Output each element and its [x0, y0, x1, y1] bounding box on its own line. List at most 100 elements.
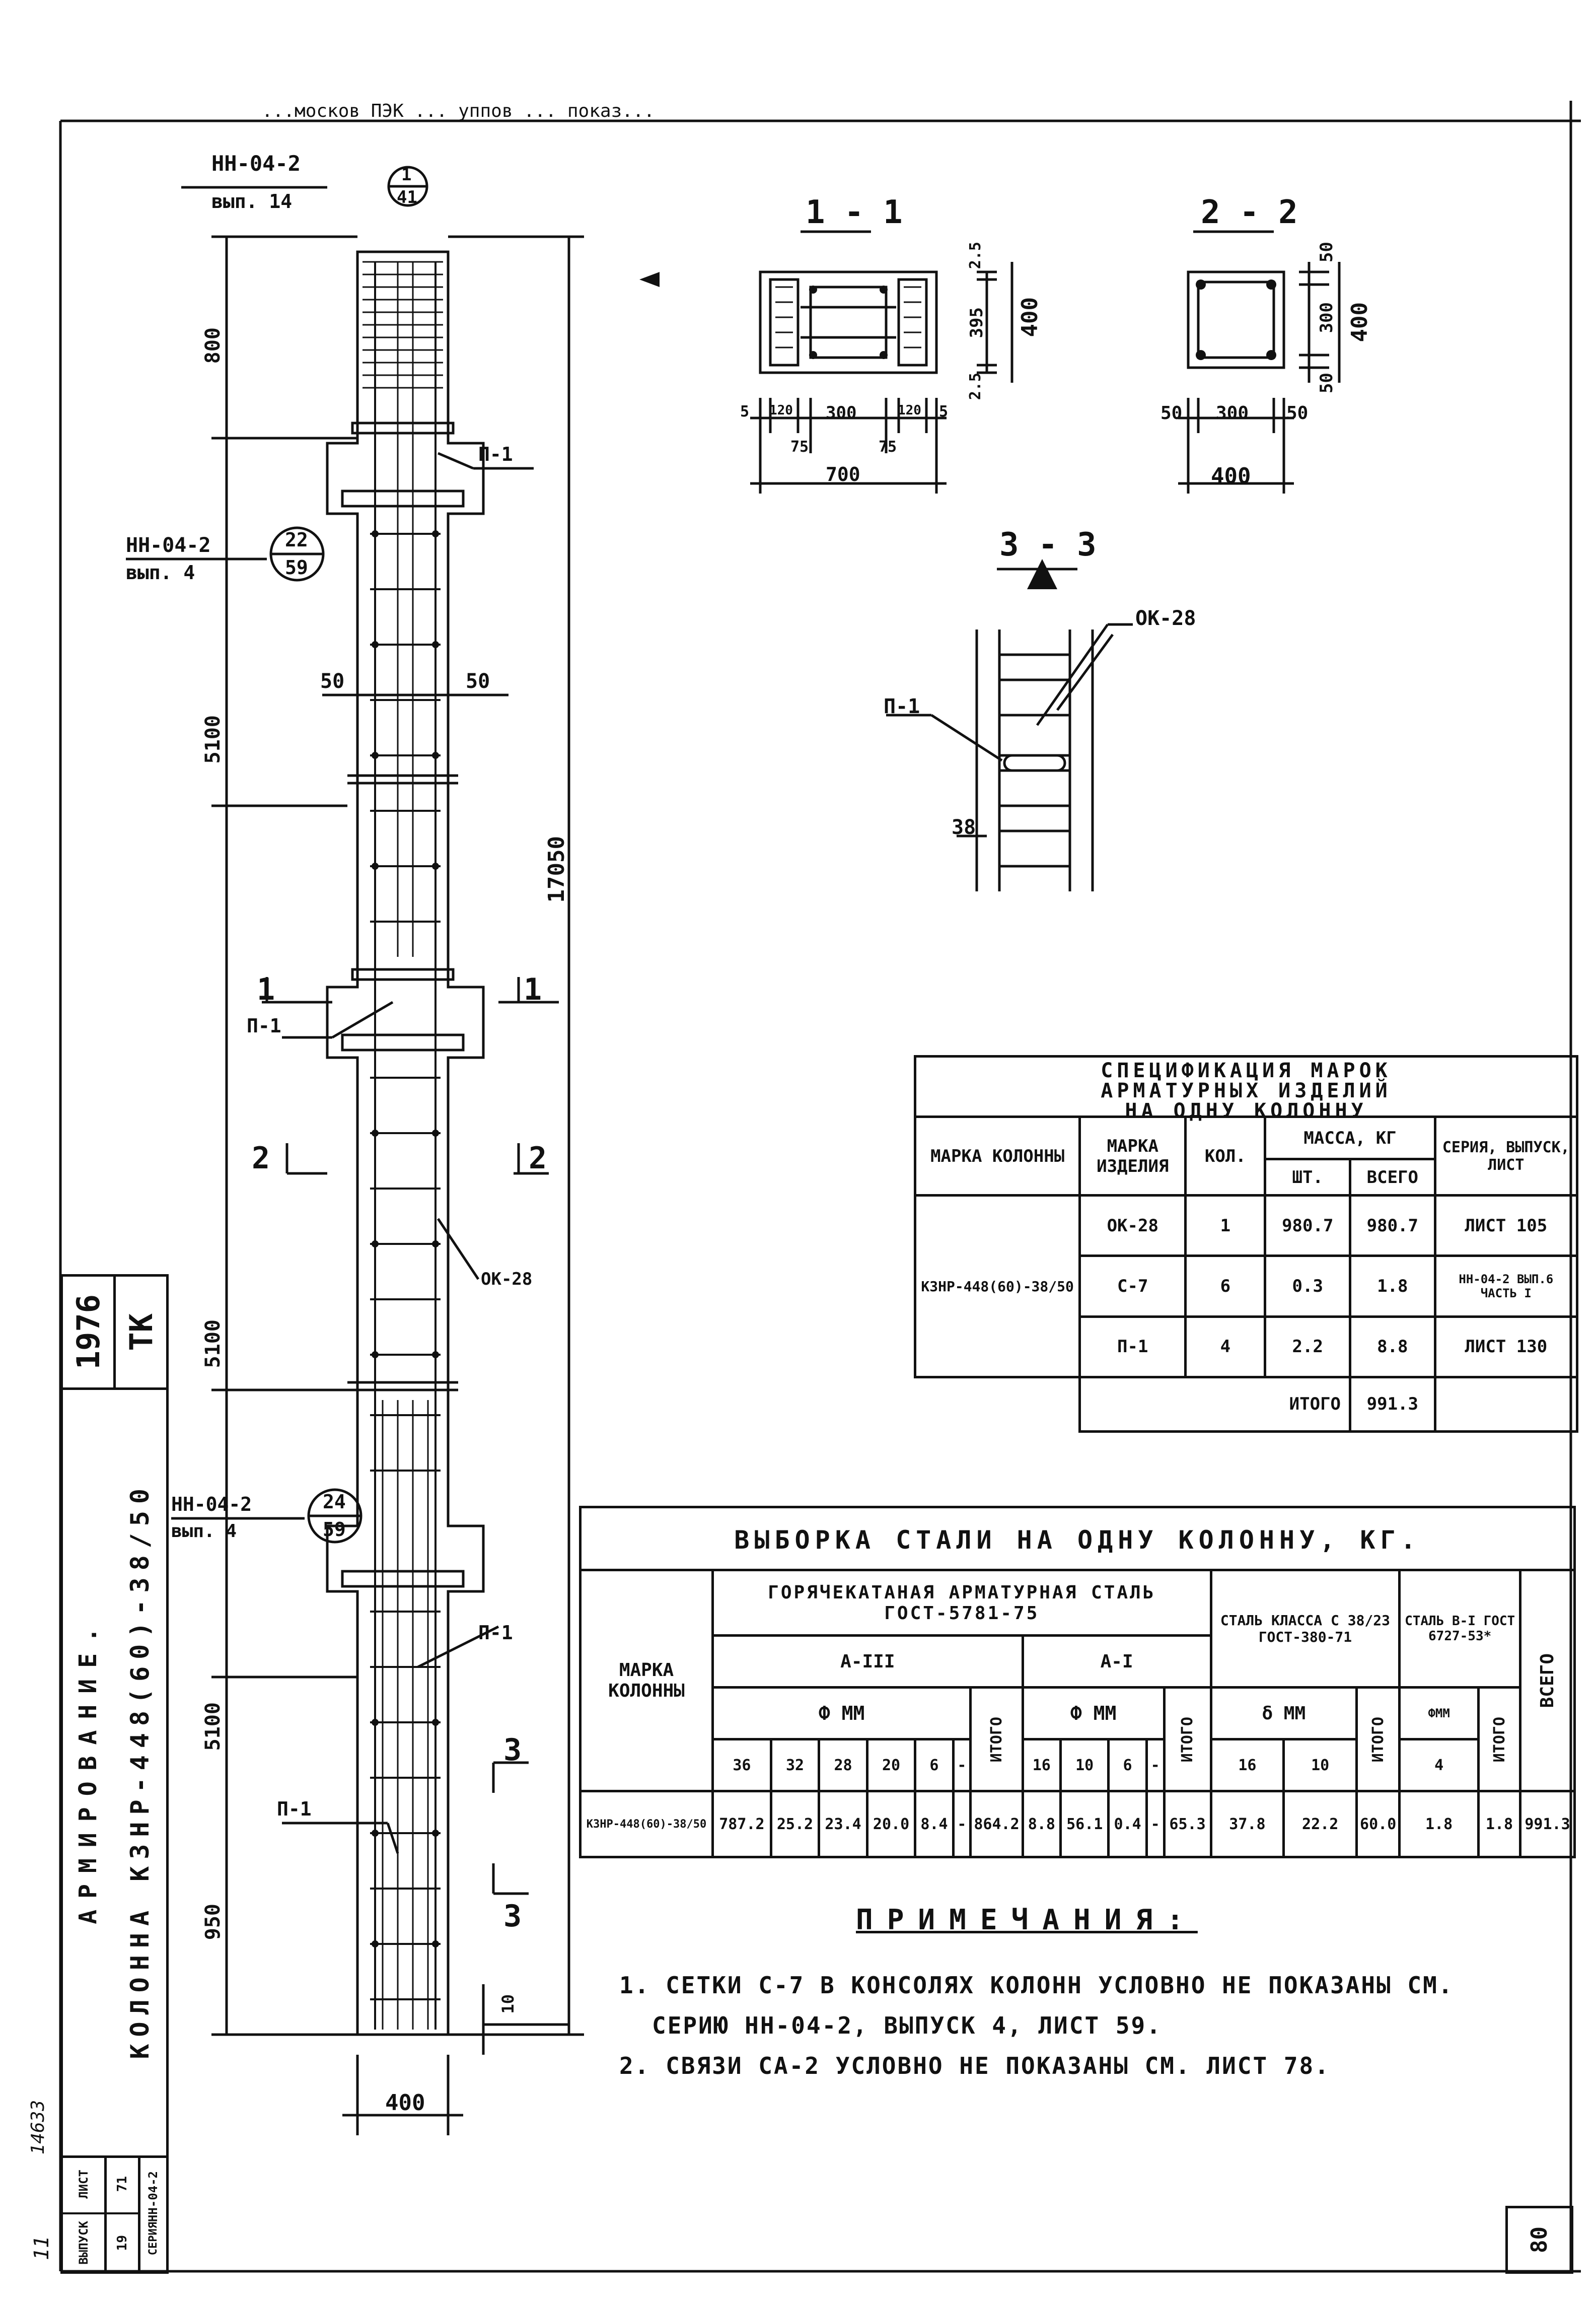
dim-base: 10: [498, 1994, 518, 2014]
steel-table-title-box: ВЫБОРКА СТАЛИ НА ОДНУ КОЛОННУ, КГ.: [579, 1506, 1576, 1571]
spec-h-unit: ШТ.: [1264, 1158, 1352, 1197]
page-number: 80: [1527, 2226, 1552, 2253]
spec-item: ОК-28: [1078, 1194, 1187, 1258]
steel-h-c38-itogo-text: ИТОГО: [1369, 1716, 1387, 1763]
cut1-left: 1: [257, 972, 275, 1007]
stamp-title1: КОЛОННА К3НР-448(60)-38/50: [125, 1481, 155, 2059]
spec-qty: 4: [1184, 1315, 1267, 1378]
spec-unit: 0.3: [1264, 1254, 1352, 1318]
steel-h-c38-itogo: ИТОГО: [1355, 1686, 1401, 1793]
steel-cell: 60.0: [1355, 1790, 1401, 1858]
spec-qty: 1: [1184, 1194, 1267, 1258]
steel-h-hot: ГОРЯЧЕКАТАНАЯ АРМАТУРНАЯ СТАЛЬ ГОСТ-5781…: [711, 1568, 1212, 1637]
steel-a3-col: -: [952, 1738, 972, 1793]
steel-a3-col: 32: [769, 1738, 821, 1793]
label-p1-d: П-1: [277, 1798, 312, 1820]
s11-h400: 400: [1017, 297, 1043, 337]
stamp-archive-no: 14633: [28, 2100, 48, 2155]
steel-a3-col: 20: [865, 1738, 917, 1793]
steel-cell: 8.8: [1021, 1790, 1062, 1858]
steel-cell: -: [1145, 1790, 1166, 1858]
steel-cell: 991.3: [1519, 1790, 1576, 1858]
s11-w5b: 5: [939, 403, 949, 421]
stamp-org: ТК: [122, 1313, 160, 1351]
dim-bottom: 950: [201, 1904, 225, 1940]
spec-total-value: 991.3: [1349, 1375, 1436, 1433]
steel-h-vr-itogo: ИТОГО: [1477, 1686, 1521, 1793]
spec-h-total: ВСЕГО: [1349, 1158, 1436, 1197]
steel-cell: 37.8: [1209, 1790, 1285, 1858]
steel-cell: 8.4: [914, 1790, 955, 1858]
steel-cell: 25.2: [769, 1790, 821, 1858]
cut2-right: 2: [529, 1141, 547, 1176]
steel-h-a1-itogo-text: ИТОГО: [1179, 1716, 1197, 1763]
steel-cell: 23.4: [818, 1790, 868, 1858]
ref1-series: НН-04-2: [211, 151, 301, 176]
ref3-node-top: 24: [323, 1491, 346, 1513]
s11-h25a: 2.5: [967, 242, 984, 269]
steel-a3-col: 28: [818, 1738, 868, 1793]
stamp-issue-label: ВЫПУСК: [77, 2221, 91, 2265]
cut1-right: 1: [524, 972, 542, 1007]
s22-w300: 300: [1216, 403, 1249, 424]
steel-h-total: ВСЕГО: [1519, 1568, 1576, 1793]
s11-w120a: 120: [769, 403, 793, 418]
s11-w120b: 120: [898, 403, 921, 418]
steel-h-vr-itogo-text: ИТОГО: [1490, 1716, 1508, 1763]
spec-ref: ЛИСТ 105: [1433, 1194, 1579, 1258]
stamp-series-box: ЛИСТ ВЫПУСК 71 19 НН-04-2 СЕРИЯ: [60, 2155, 169, 2274]
dim-width: 400: [385, 2090, 425, 2116]
spec-h-qty: КОЛ.: [1184, 1115, 1267, 1197]
section33-title: 3 - 3: [999, 526, 1097, 564]
steel-h-c38: СТАЛЬ КЛАССА С 38/23 ГОСТ-380-71: [1209, 1568, 1401, 1689]
spec-item: П-1: [1078, 1315, 1187, 1378]
stamp-sheet-value: 71: [114, 2176, 130, 2192]
steel-a1-col: 16: [1021, 1738, 1062, 1793]
s22-w400: 400: [1211, 463, 1251, 489]
steel-h-mark: МАРКА КОЛОННЫ: [579, 1568, 714, 1793]
spec-total: 1.8: [1349, 1254, 1436, 1318]
steel-cell: 1.8: [1398, 1790, 1480, 1858]
ref3-node-bottom: 59: [323, 1518, 346, 1541]
cut3-top: 3: [503, 1732, 522, 1768]
stamp-issue-value: 19: [114, 2235, 130, 2251]
steel-h-vr-phi: ФММ: [1398, 1686, 1480, 1741]
section22-title: 2 - 2: [1201, 194, 1298, 231]
stamp-mark: 11: [30, 2236, 53, 2261]
ref1-issue: вып. 14: [211, 190, 293, 213]
stamp-series-label: СЕРИЯ: [147, 2222, 160, 2256]
ref2-issue: вып. 4: [126, 562, 195, 584]
dim-top: 800: [201, 327, 225, 364]
steel-cell: 56.1: [1059, 1790, 1110, 1858]
spec-ref: ЛИСТ 130: [1433, 1315, 1579, 1378]
spec-h-mass: МАССА, КГ: [1264, 1115, 1436, 1161]
dim-cover-left: 50: [320, 670, 345, 693]
s22-h300: 300: [1317, 302, 1337, 333]
page-number-box: 80: [1505, 2206, 1573, 2274]
label-ok28: ОК-28: [481, 1269, 533, 1289]
steel-h-total-text: ВСЕГО: [1537, 1653, 1558, 1708]
steel-a1-col: -: [1145, 1738, 1166, 1793]
spec-table: МАРКА КОЛОННЫ МАРКА ИЗДЕЛИЯ КОЛ. МАССА, …: [913, 1115, 1579, 1433]
s22-h400: 400: [1347, 302, 1372, 342]
spec-ref: НН-04-2 ВЫП.6 ЧАСТЬ I: [1433, 1254, 1579, 1318]
steel-h-a1: А-I: [1021, 1634, 1212, 1689]
s33-p1: П-1: [884, 695, 920, 718]
steel-table: МАРКА КОЛОННЫ ГОРЯЧЕКАТАНАЯ АРМАТУРНАЯ С…: [579, 1568, 1576, 1858]
steel-a3-col: 36: [711, 1738, 772, 1793]
steel-vr-col: 4: [1398, 1738, 1480, 1793]
note-line-1: 1. СЕТКИ С-7 В КОНСОЛЯХ КОЛОНН УСЛОВНО Н…: [619, 1972, 1454, 1999]
s11-h25b: 2.5: [967, 373, 984, 400]
s22-h50a: 50: [1317, 242, 1337, 262]
spec-title-line2: АРМАТУРНЫХ ИЗДЕЛИЙ: [1101, 1079, 1392, 1102]
steel-table-title: ВЫБОРКА СТАЛИ НА ОДНУ КОЛОННУ, КГ.: [734, 1525, 1421, 1555]
dim-seg3: 5100: [201, 1702, 225, 1751]
spec-title-line1: СПЕЦИФИКАЦИЯ МАРОК: [1101, 1059, 1392, 1082]
steel-c38-col: 10: [1282, 1738, 1358, 1793]
note-line-2: СЕРИЮ НН-04-2, ВЫПУСК 4, ЛИСТ 59.: [652, 2012, 1162, 2039]
spec-item: С-7: [1078, 1254, 1187, 1318]
note-line-3: 2. СВЯЗИ СА-2 УСЛОВНО НЕ ПОКАЗАНЫ СМ. ЛИ…: [619, 2052, 1330, 2079]
steel-h-a3: А-III: [711, 1634, 1024, 1689]
label-p1-b: П-1: [247, 1015, 281, 1037]
steel-c38-col: 16: [1209, 1738, 1285, 1793]
